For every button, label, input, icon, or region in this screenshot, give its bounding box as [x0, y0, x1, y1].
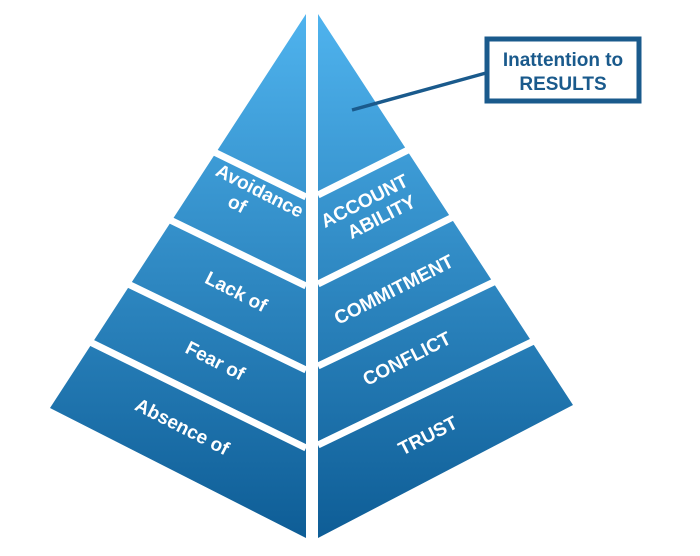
callout-box: Inattention to RESULTS	[484, 36, 642, 104]
left-divider-4	[84, 336, 308, 452]
tier-dividers	[84, 144, 542, 452]
right-divider-3	[316, 276, 500, 370]
pyramid-left-face	[50, 14, 306, 538]
left-divider-2	[164, 214, 308, 290]
pyramid-right-face	[318, 14, 573, 538]
callout-line-1: Inattention to	[503, 50, 623, 71]
callout-connector-line	[351, 71, 487, 112]
left-divider-3	[122, 278, 308, 374]
left-divider-1	[208, 146, 308, 201]
right-divider-1	[316, 144, 414, 199]
right-divider-4	[316, 334, 542, 449]
callout-box-border	[484, 36, 642, 104]
callout-line-2: RESULTS	[519, 74, 606, 95]
right-divider-2	[316, 212, 457, 288]
